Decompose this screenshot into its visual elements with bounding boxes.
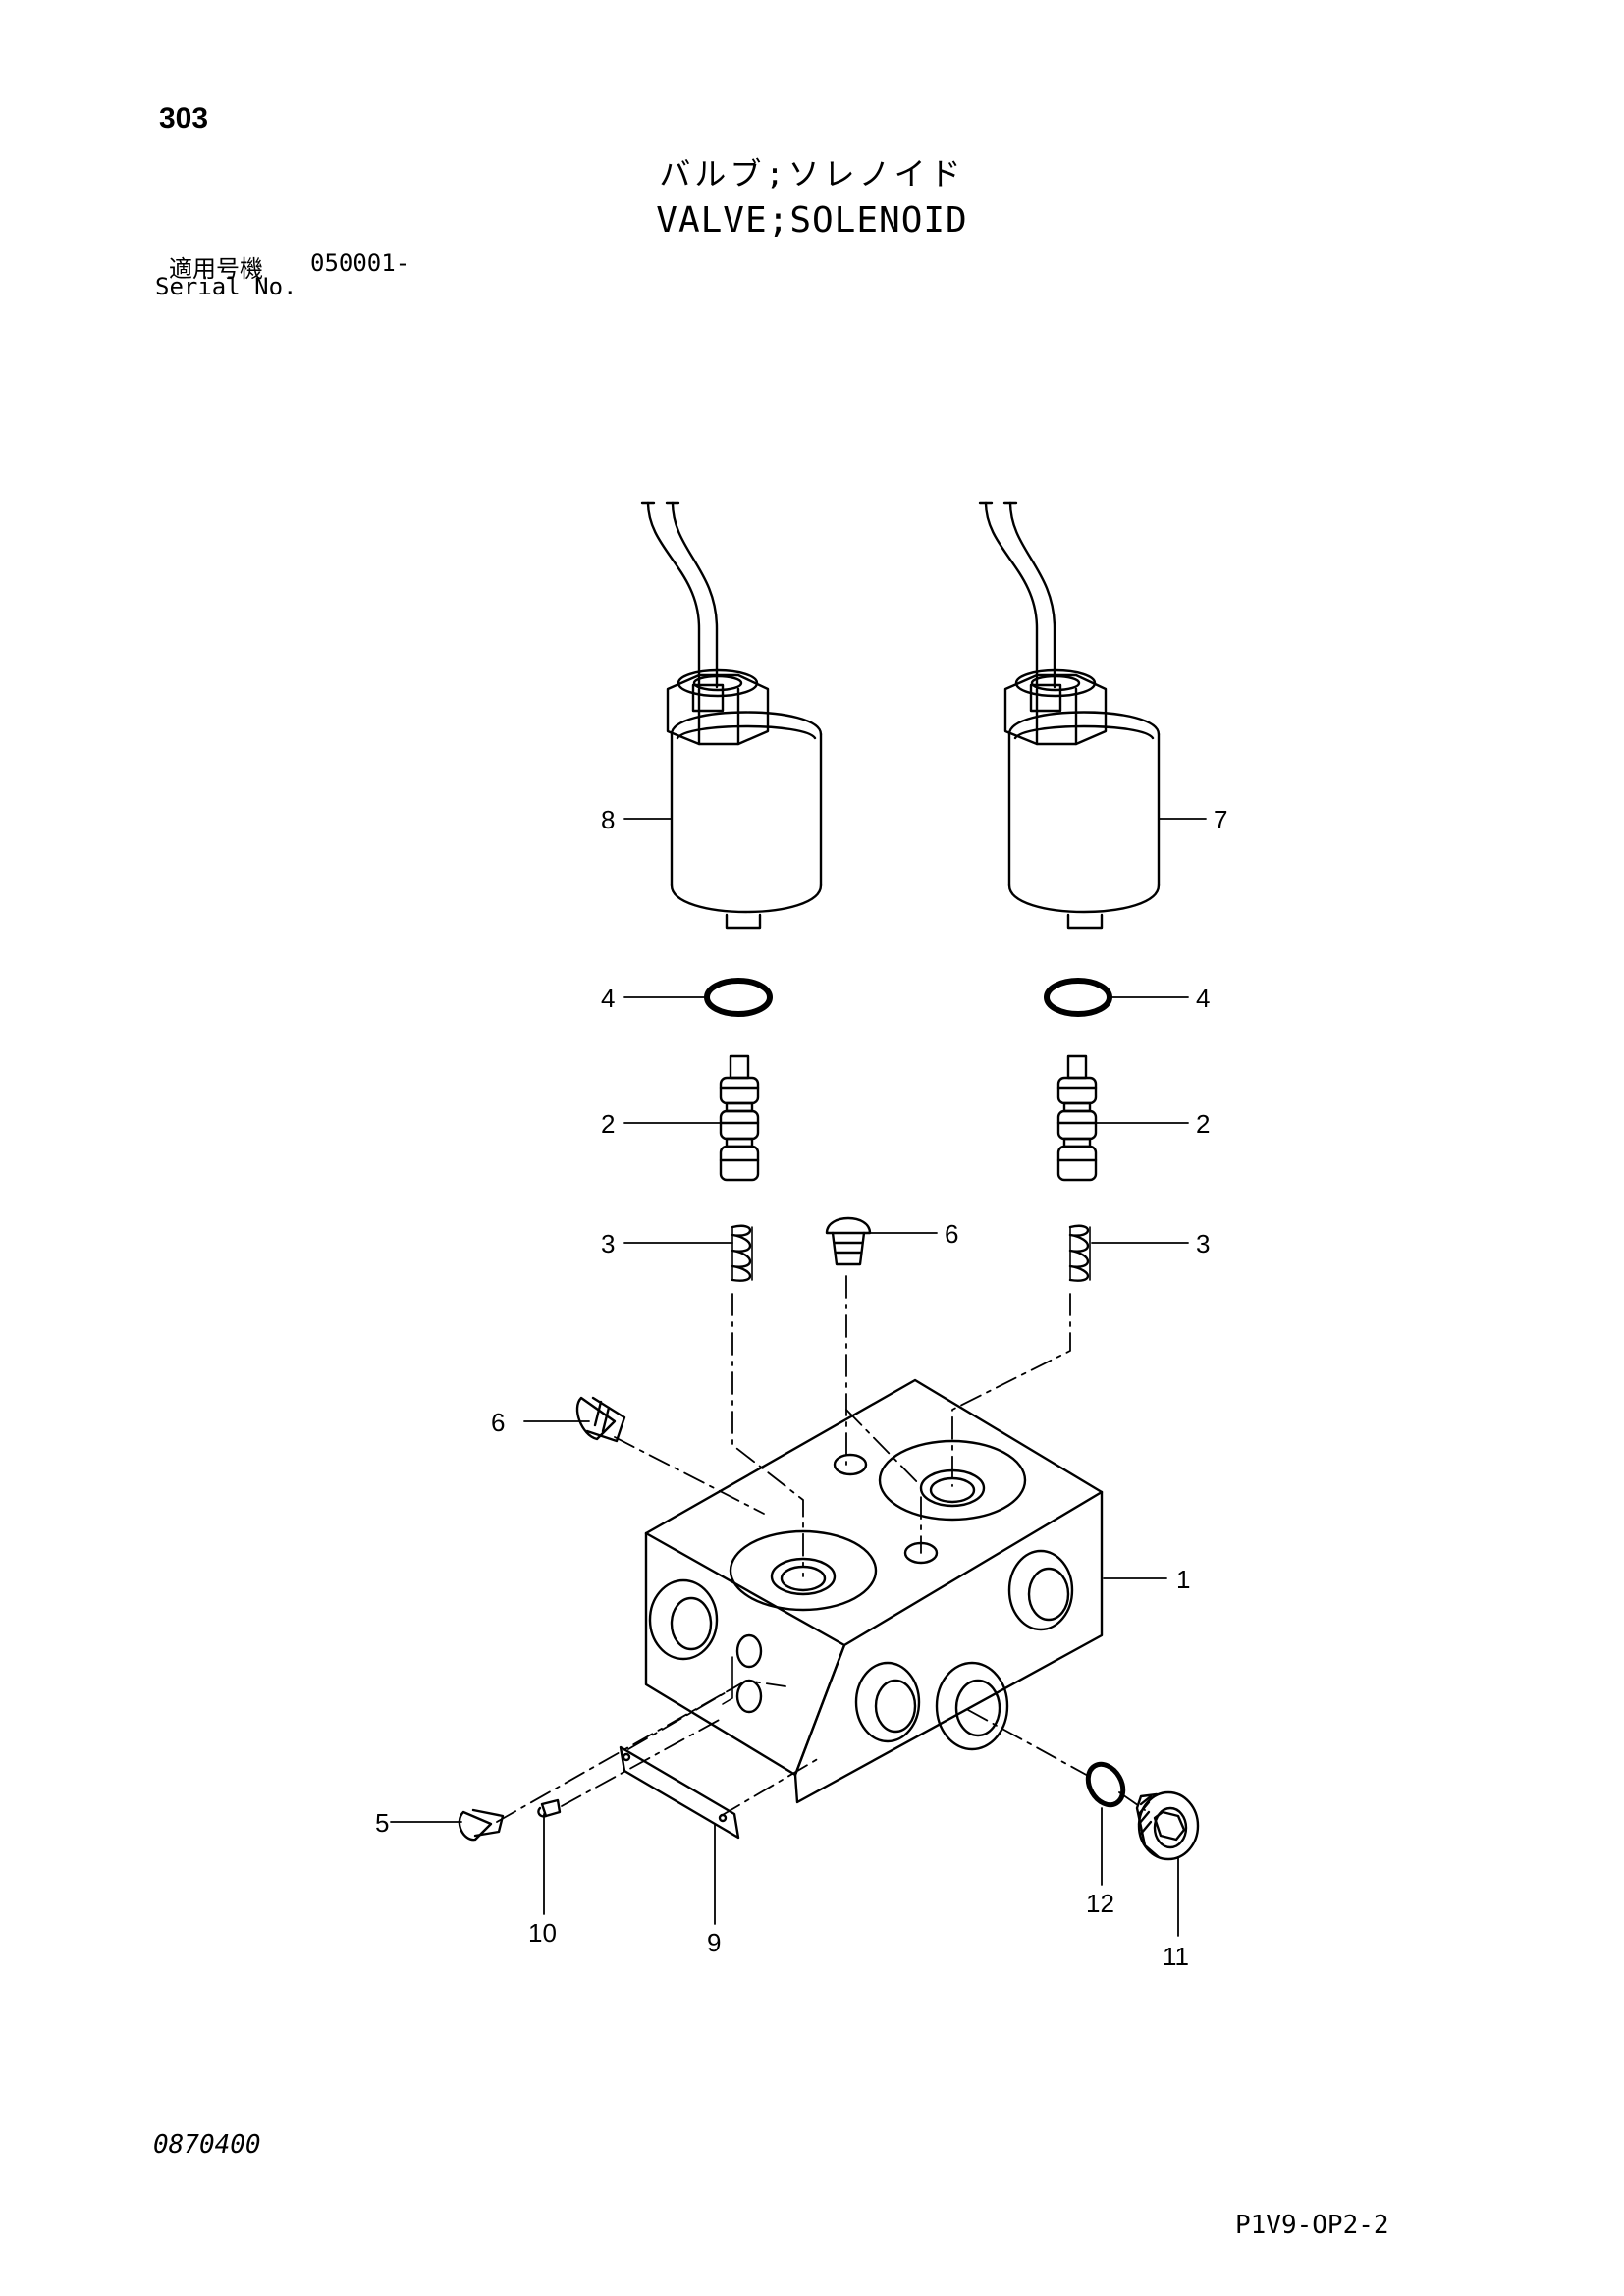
serial-number-range: 050001- [310,249,410,277]
spring-right [1068,1224,1091,1282]
name-plate [619,1745,740,1840]
callout-leader-lines [390,818,1207,1937]
callout-8: 8 [601,805,615,834]
valve-body-block [644,1378,1104,1804]
plug-top [825,1216,872,1266]
title-japanese: バルブ;ソレノイド [659,155,965,192]
screw-plug [458,1808,505,1842]
callout-4-right: 4 [1196,984,1210,1013]
callout-3-left: 3 [601,1229,615,1258]
callout-5: 5 [375,1808,389,1838]
callout-10: 10 [528,1918,557,1948]
hex-socket-plug [1135,1790,1200,1861]
callout-12: 12 [1086,1889,1114,1918]
valve-spool-right [1056,1054,1098,1182]
o-ring-left [704,978,773,1017]
callout-6-top: 6 [945,1219,958,1249]
callout-2-right: 2 [1196,1109,1210,1139]
callout-7: 7 [1214,805,1227,834]
plug-left [575,1396,626,1443]
callout-11: 11 [1163,1942,1189,1971]
callout-3-right: 3 [1196,1229,1210,1258]
callout-4-left: 4 [601,984,615,1013]
callout-9: 9 [707,1928,721,1957]
callout-6-left: 6 [491,1408,505,1437]
o-ring-small [1085,1761,1126,1808]
valve-spool-left [719,1054,760,1182]
rivet [537,1798,562,1818]
o-ring-right [1044,978,1112,1017]
page-number: 303 [159,102,209,134]
title-english: VALVE;SOLENOID [656,200,968,240]
document-code: 0870400 [153,2130,261,2160]
spring-left [731,1224,753,1282]
page-reference: P1V9-OP2-2 [1235,2211,1389,2240]
assembly-center-lines [496,1275,1146,1823]
callout-labels: 8 7 4 4 2 2 3 3 6 6 1 5 10 9 12 11 [375,805,1227,1971]
solenoid-coil-right [978,501,1161,930]
solenoid-coil-left [640,501,823,930]
serial-label-japanese: 適用号機 [169,255,263,283]
callout-2-left: 2 [601,1109,615,1139]
callout-1: 1 [1176,1565,1190,1594]
serial-label-english: Serial No. [155,273,298,300]
